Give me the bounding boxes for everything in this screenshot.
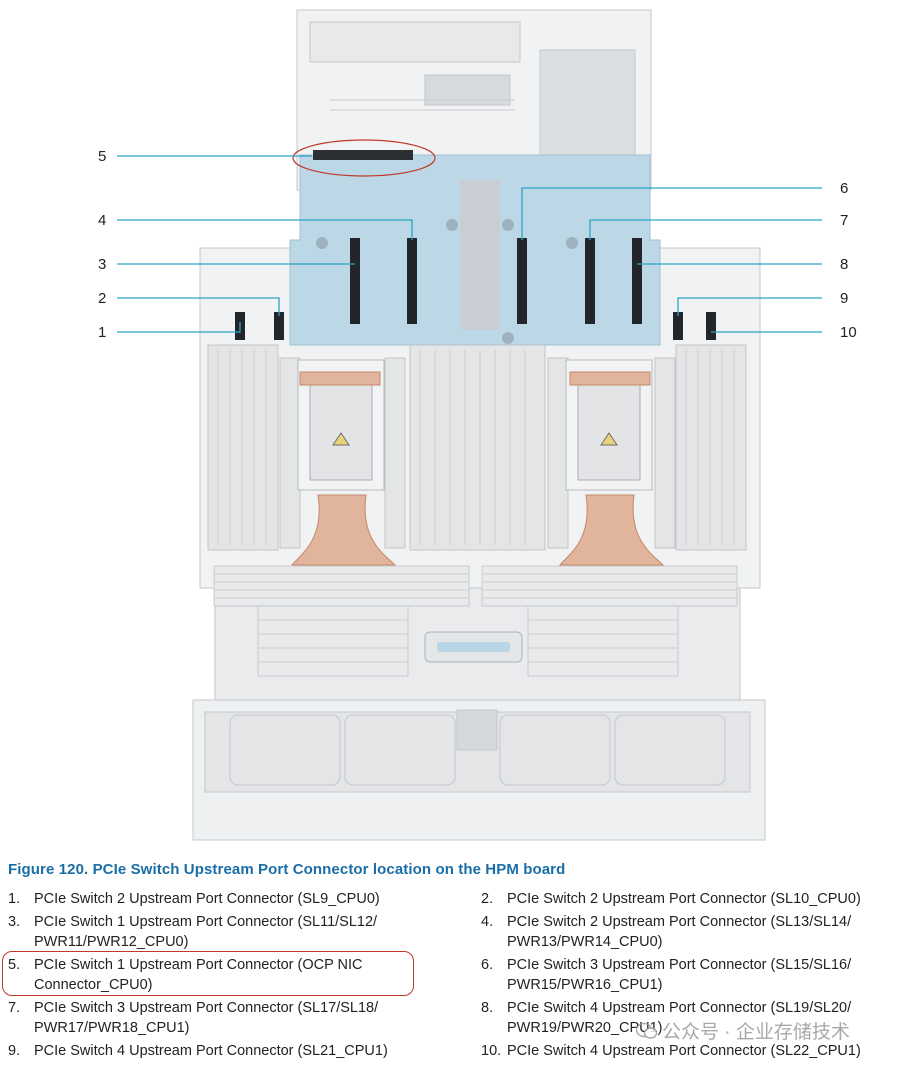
- hpm-board: [289, 154, 661, 346]
- legend-item-9: 9. PCIe Switch 4 Upstream Port Connector…: [8, 1041, 448, 1061]
- legend-item-4: 4. PCIe Switch 2 Upstream Port Connector…: [481, 912, 913, 952]
- handle: [424, 631, 523, 663]
- callout-num-2: 2: [98, 290, 106, 307]
- fan-bay: [229, 709, 726, 786]
- legend-text: PCIe Switch 4 Upstream Port Connector (S…: [34, 1043, 388, 1059]
- legend-item-8: 8. PCIe Switch 4 Upstream Port Connector…: [481, 998, 913, 1038]
- callout-num-10: 10: [840, 324, 857, 341]
- legend-text: PCIe Switch 3 Upstream Port Connector (S…: [507, 957, 852, 993]
- callout-numbers: 1 2 3 4 5 6 7 8 9 10: [98, 148, 857, 341]
- legend-num: 7.: [8, 1000, 21, 1016]
- callout-num-9: 9: [840, 290, 848, 307]
- legend-text: PCIe Switch 1 Upstream Port Connector (O…: [34, 957, 363, 993]
- wechat-icon: [636, 1022, 658, 1039]
- legend-num: 1.: [8, 891, 21, 907]
- legend-num: 6.: [481, 957, 494, 973]
- legend-num: 2.: [481, 891, 494, 907]
- legend-num: 3.: [8, 914, 21, 930]
- callout-line-7: [589, 219, 822, 240]
- callout-line-2: [117, 297, 280, 316]
- callout-line-9: [677, 297, 822, 316]
- legend-num: 5.: [8, 957, 21, 973]
- legend-text: PCIe Switch 1 Upstream Port Connector (S…: [34, 914, 378, 950]
- legend-num: 8.: [481, 1000, 494, 1016]
- dimm-lines: [217, 350, 735, 545]
- watermark-text: 公众号 · 企业存储技术: [662, 1022, 850, 1043]
- ocp-highlight-ellipse: [292, 139, 436, 177]
- dimm-banks: [207, 344, 747, 551]
- heat-pipes: [290, 371, 665, 566]
- legend-item-6: 6. PCIe Switch 3 Upstream Port Connector…: [481, 955, 913, 995]
- legend-item-5: 5. PCIe Switch 1 Upstream Port Connector…: [8, 955, 418, 995]
- ocp-nic-connector: [292, 139, 436, 177]
- callout-num-6: 6: [840, 180, 848, 197]
- callout-line-1: [117, 322, 241, 333]
- callout-num-5: 5: [98, 148, 106, 165]
- item-5-highlight-box: [2, 951, 414, 996]
- legend-item-1: 1. PCIe Switch 2 Upstream Port Connector…: [8, 889, 448, 909]
- legend-item-2: 2. PCIe Switch 2 Upstream Port Connector…: [481, 889, 919, 909]
- callout-num-8: 8: [840, 256, 848, 273]
- legend-num: 10.: [481, 1043, 502, 1059]
- callout-line-4: [117, 219, 413, 240]
- legend-item-10: 10. PCIe Switch 4 Upstream Port Connecto…: [481, 1041, 919, 1061]
- legend-num: 4.: [481, 914, 494, 930]
- callout-line-6: [521, 187, 822, 240]
- legend-item-3: 3. PCIe Switch 1 Upstream Port Connector…: [8, 912, 440, 952]
- legend-text: PCIe Switch 4 Upstream Port Connector (S…: [507, 1043, 861, 1059]
- figure-caption: Figure 120. PCIe Switch Upstream Port Co…: [8, 861, 566, 878]
- callout-num-7: 7: [840, 212, 848, 229]
- legend-text: PCIe Switch 2 Upstream Port Connector (S…: [507, 914, 852, 950]
- legend-text: PCIe Switch 2 Upstream Port Connector (S…: [507, 891, 861, 907]
- fin-lines: [214, 573, 737, 663]
- hpm-board-diagram: 1 2 3 4 5 6 7 8 9 10: [98, 9, 857, 841]
- callout-lines: [117, 155, 822, 333]
- callout-num-4: 4: [98, 212, 106, 229]
- legend-text: PCIe Switch 3 Upstream Port Connector (S…: [34, 1000, 379, 1036]
- callout-num-3: 3: [98, 256, 106, 273]
- legend-num: 9.: [8, 1043, 21, 1059]
- watermark: 公众号 · 企业存储技术: [636, 1017, 850, 1044]
- legend-text: PCIe Switch 2 Upstream Port Connector (S…: [34, 891, 380, 907]
- legend-item-7: 7. PCIe Switch 3 Upstream Port Connector…: [8, 998, 440, 1038]
- fin-stacks: [213, 565, 738, 677]
- callout-num-1: 1: [98, 324, 106, 341]
- legend-text: PCIe Switch 4 Upstream Port Connector (S…: [507, 1000, 852, 1036]
